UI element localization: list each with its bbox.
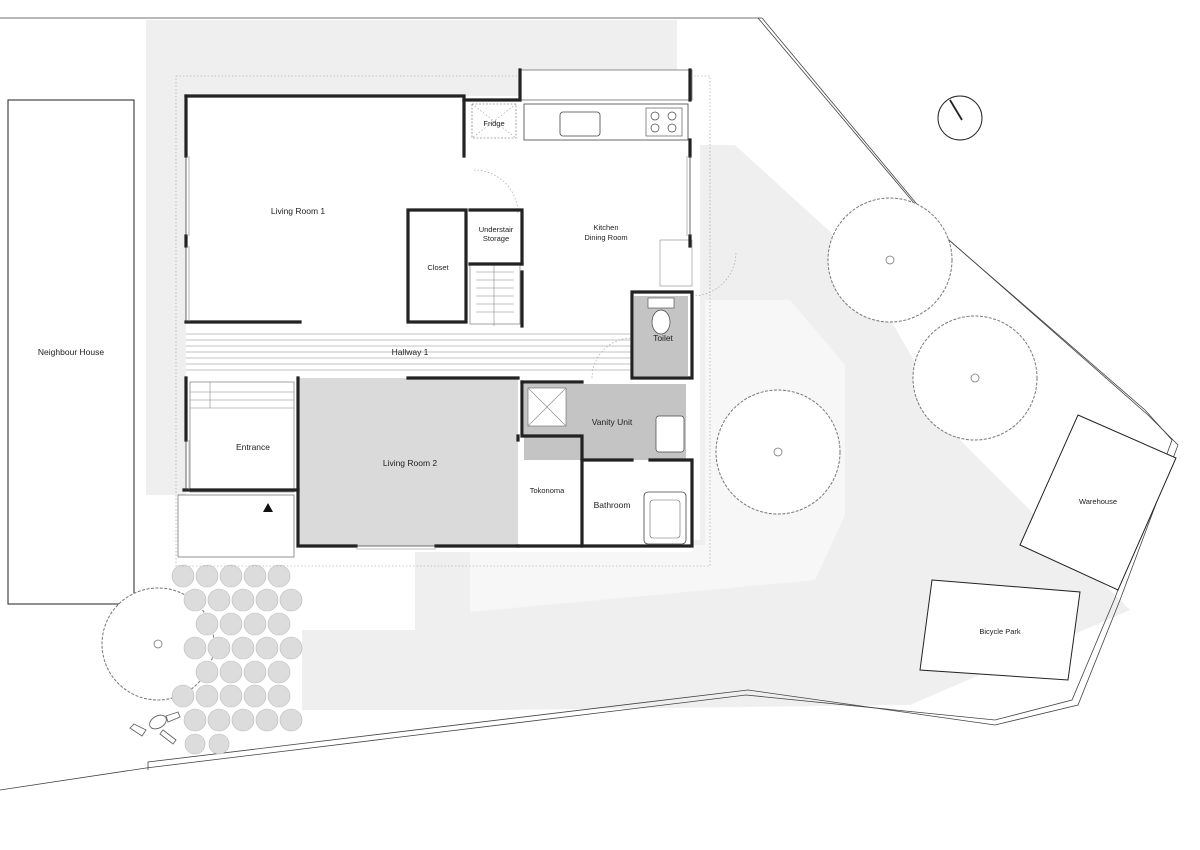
warehouse [1019,414,1177,591]
tree-icons [101,197,1038,701]
person-icon [129,711,181,745]
door-swings [473,169,737,379]
closet-label: Closet [427,263,449,272]
storage-label: Storage [483,234,509,243]
warehouse-label: Warehouse [1079,497,1117,506]
toilet-label: Toilet [653,333,673,343]
bathroom-label: Bathroom [594,500,631,510]
side-deck [659,239,693,287]
entrance-steps [177,381,295,558]
kitchen-counter [471,103,689,141]
vanity-unit-label: Vanity Unit [592,417,633,427]
windows [185,156,691,550]
entry-arrow-icon [263,503,273,512]
dining-room-label: Dining Room [584,233,627,242]
room-shading [298,296,688,546]
wet-fixtures [527,297,687,545]
hob-icon [645,107,683,137]
bathtub-icon [643,491,687,545]
kitchen-label: Kitchen [593,223,618,232]
understair-label: Understair [479,225,514,234]
fridge-label: Fridge [483,119,504,128]
hallway-label: Hallway 1 [392,347,429,357]
basin-icon [655,415,685,453]
neighbour-house-label: Neighbour House [38,347,104,357]
entrance-label: Entrance [236,442,270,452]
living-room-2-label: Living Room 2 [383,458,438,468]
site-boundary [0,17,1179,791]
tokonoma-label: Tokonoma [530,486,565,495]
shrub-cluster [171,564,303,755]
living-room-1-label: Living Room 1 [271,206,326,216]
bicycle-park-label: Bicycle Park [979,627,1021,636]
neighbour-house [7,99,135,605]
stair [469,263,521,326]
walls [182,68,694,548]
toilet-bowl-icon [651,309,671,335]
hallway-planks [186,333,632,371]
north-arrow-icon [937,95,983,141]
sink-icon [559,111,601,137]
bicycle-park [919,579,1081,681]
room-labels: Living Room 1 Living Room 2 Kitchen Dini… [38,119,1117,636]
